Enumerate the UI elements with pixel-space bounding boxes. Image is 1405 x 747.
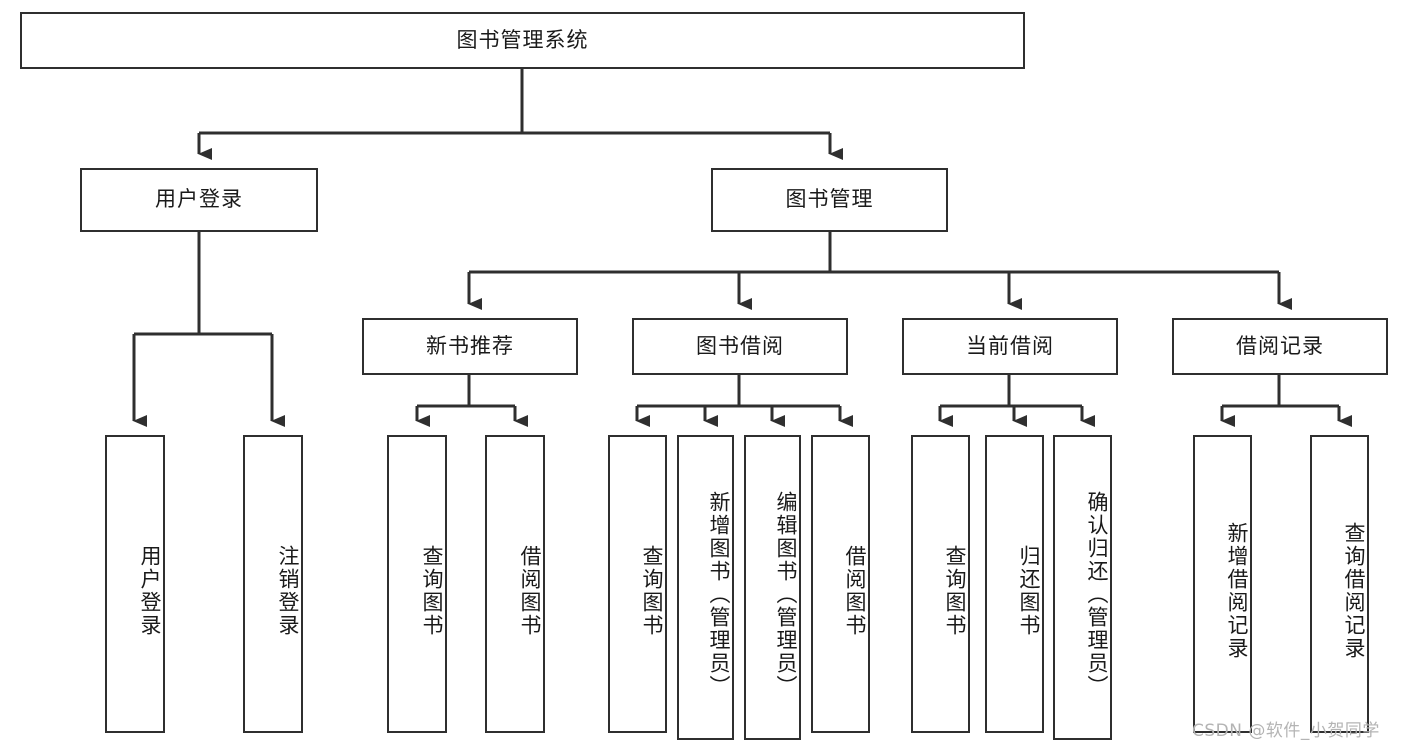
node-leaf-query-book-1[interactable]: 查询图书 [387,435,447,733]
node-leaf-edit-book[interactable]: 编辑图书（管理员） [744,435,801,740]
node-book-borrow-label: 图书借阅 [696,333,784,358]
node-current-borrow-label: 当前借阅 [966,333,1054,358]
node-user-login-label: 用户登录 [155,187,243,212]
node-leaf-confirm-return[interactable]: 确认归还（管理员） [1053,435,1112,740]
node-leaf-user-login[interactable]: 用户登录 [105,435,165,733]
node-leaf-borrow-book-2-label: 借阅图书 [843,545,867,637]
node-book-manage-label: 图书管理 [785,187,874,212]
node-leaf-query-book-3-label: 查询图书 [943,545,967,637]
node-leaf-query-book-2[interactable]: 查询图书 [608,435,667,733]
csdn-watermark: CSDN @软件_小贺同学 [1192,721,1380,741]
node-leaf-logout[interactable]: 注销登录 [243,435,303,733]
node-leaf-add-book[interactable]: 新增图书（管理员） [677,435,734,740]
node-book-borrow[interactable]: 图书借阅 [632,318,848,375]
node-leaf-add-book-label: 新增图书（管理员） [707,491,731,698]
node-leaf-borrow-book-1-label: 借阅图书 [518,545,542,637]
node-leaf-logout-label: 注销登录 [276,545,300,637]
node-leaf-add-record[interactable]: 新增借阅记录 [1193,435,1252,733]
node-root-label: 图书管理系统 [456,27,589,52]
node-new-book-rec-label: 新书推荐 [426,333,514,358]
node-borrow-record-label: 借阅记录 [1236,333,1324,358]
node-current-borrow[interactable]: 当前借阅 [902,318,1118,375]
node-leaf-confirm-return-label: 确认归还（管理员） [1085,491,1109,698]
node-leaf-return-book[interactable]: 归还图书 [985,435,1044,733]
node-leaf-return-book-label: 归还图书 [1017,545,1041,637]
node-leaf-query-record[interactable]: 查询借阅记录 [1310,435,1369,733]
node-new-book-rec[interactable]: 新书推荐 [362,318,578,375]
node-leaf-query-book-3[interactable]: 查询图书 [911,435,970,733]
node-leaf-query-book-1-label: 查询图书 [420,545,444,637]
node-leaf-query-record-label: 查询借阅记录 [1342,522,1366,660]
node-leaf-add-record-label: 新增借阅记录 [1225,522,1249,660]
node-leaf-borrow-book-2[interactable]: 借阅图书 [811,435,870,733]
node-leaf-query-book-2-label: 查询图书 [640,545,664,637]
node-leaf-user-login-label: 用户登录 [138,545,162,637]
node-borrow-record[interactable]: 借阅记录 [1172,318,1388,375]
node-leaf-borrow-book-1[interactable]: 借阅图书 [485,435,545,733]
node-root[interactable]: 图书管理系统 [20,12,1025,69]
node-leaf-edit-book-label: 编辑图书（管理员） [774,491,798,698]
node-user-login[interactable]: 用户登录 [80,168,318,232]
node-book-manage[interactable]: 图书管理 [711,168,948,232]
